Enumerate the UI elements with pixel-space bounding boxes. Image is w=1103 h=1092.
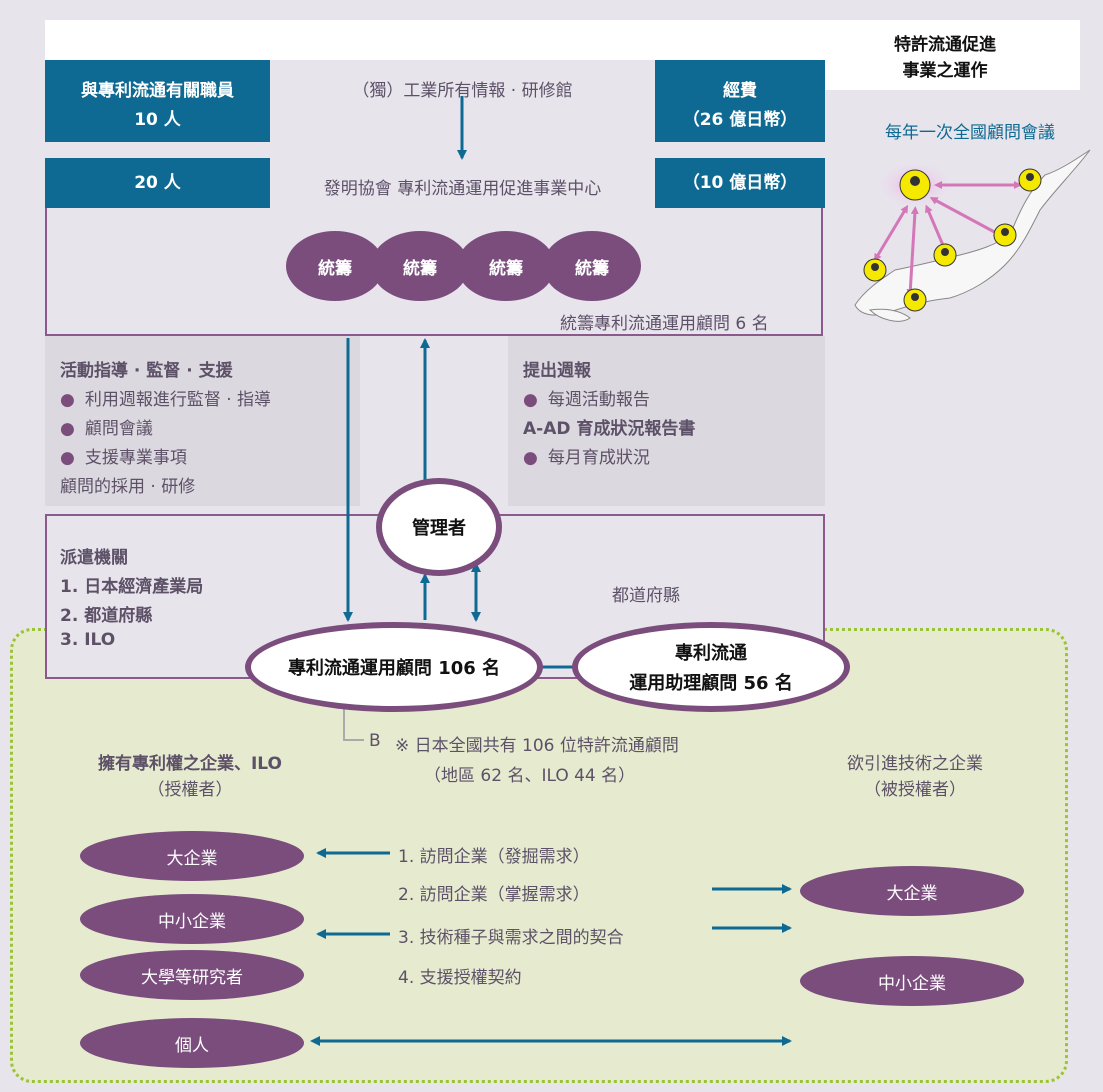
step-4: 4. 支援授權契約: [398, 968, 522, 988]
right-report-item-1: 每週活動報告: [523, 385, 650, 410]
center-budget-box: （10 億日幣）: [655, 158, 825, 208]
island-south: [868, 308, 911, 322]
licensor-individual: 個人: [80, 1018, 304, 1068]
corner-title-line2: 事業之運作: [902, 61, 988, 81]
right-report-subtitle: A-AD 育成狀況報告書: [523, 419, 696, 439]
licensor-university: 大學等研究者: [80, 950, 304, 1000]
licensor-large-enterprise: 大企業: [80, 831, 304, 881]
coordinator-3: 統籌: [457, 231, 555, 301]
right-report-item-2: 每月育成狀況: [523, 443, 650, 468]
coordinator-note: 統籌專利流通運用顧問 6 名: [560, 314, 769, 334]
left-support-item-3: 支援專業事項: [60, 443, 187, 468]
top-budget-box: 經費 （26 億日幣）: [655, 60, 825, 142]
assist-advisors-ellipse: 專利流通 運用助理顧問 56 名: [572, 622, 850, 712]
prefecture-label: 都道府縣: [612, 586, 680, 606]
licensee-subtitle: （被授權者）: [864, 780, 966, 800]
licensor-subtitle: （授權者）: [147, 780, 233, 800]
dispatch-item-2: 2. 都道府縣: [60, 606, 153, 626]
top-staff-box: 與專利流通有關職員 10 人: [45, 60, 270, 142]
coordinator-1: 統籌: [286, 231, 384, 301]
dispatch-item-3: 3. ILO: [60, 630, 116, 650]
coordinator-4: 統籌: [543, 231, 641, 301]
corner-title-line1: 特許流通促進: [894, 35, 996, 55]
annual-meeting-label: 每年一次全國顧問會議: [885, 123, 1055, 143]
note-line2: （地區 62 名、ILO 44 名）: [424, 766, 636, 786]
left-support-item-2: 顧問會議: [60, 414, 153, 439]
dispatch-title: 派遣機關: [60, 548, 128, 568]
manager-ellipse: 管理者: [376, 478, 502, 576]
assist-advisors-line2: 運用助理顧問 56 名: [629, 673, 793, 694]
top-staff-count: 10 人: [134, 110, 181, 130]
licensee-large-enterprise: 大企業: [800, 866, 1024, 916]
note-bracket: [343, 700, 364, 741]
note-line1: ※ 日本全國共有 106 位特許流通顧問: [395, 736, 679, 756]
top-budget-amount: （26 億日幣）: [682, 110, 798, 130]
inpit-label: （獨）工業所有情報 · 研修館: [352, 81, 573, 101]
step-2: 2. 訪問企業（掌握需求）: [398, 885, 590, 905]
top-staff-label: 與專利流通有關職員: [81, 81, 234, 101]
center-org-box: [45, 208, 823, 336]
right-report-title: 提出週報: [523, 361, 591, 381]
coordinator-2: 統籌: [371, 231, 469, 301]
center-staff-box: 20 人: [45, 158, 270, 208]
licensee-sme: 中小企業: [800, 956, 1024, 1006]
note-label: B: [369, 731, 381, 751]
main-advisors-ellipse: 專利流通運用顧問 106 名: [245, 622, 543, 712]
assist-advisors-line1: 專利流通: [675, 643, 747, 664]
left-support-footer: 顧問的採用 · 研修: [60, 477, 196, 497]
center-name: 發明協會 專利流通運用促進事業中心: [323, 179, 602, 199]
licensor-title: 擁有專利權之企業、ILO: [97, 754, 282, 774]
right-report-panel: [508, 336, 825, 506]
left-support-title: 活動指導 · 監督 · 支援: [60, 361, 233, 381]
licensee-title: 欲引進技術之企業: [847, 754, 983, 774]
step-1: 1. 訪問企業（發掘需求）: [398, 847, 590, 867]
corner-title-box: [825, 20, 1080, 90]
left-support-item-1: 利用週報進行監督 · 指導: [60, 385, 271, 410]
dispatch-item-1: 1. 日本經濟產業局: [60, 577, 204, 597]
top-band: [45, 20, 825, 60]
licensor-sme: 中小企業: [80, 894, 304, 944]
top-budget-label: 經費: [723, 81, 757, 101]
japan-map-illustration: [854, 149, 1091, 322]
main-advisors-label: 專利流通運用顧問 106 名: [287, 658, 501, 679]
step-3: 3. 技術種子與需求之間的契合: [398, 928, 624, 948]
